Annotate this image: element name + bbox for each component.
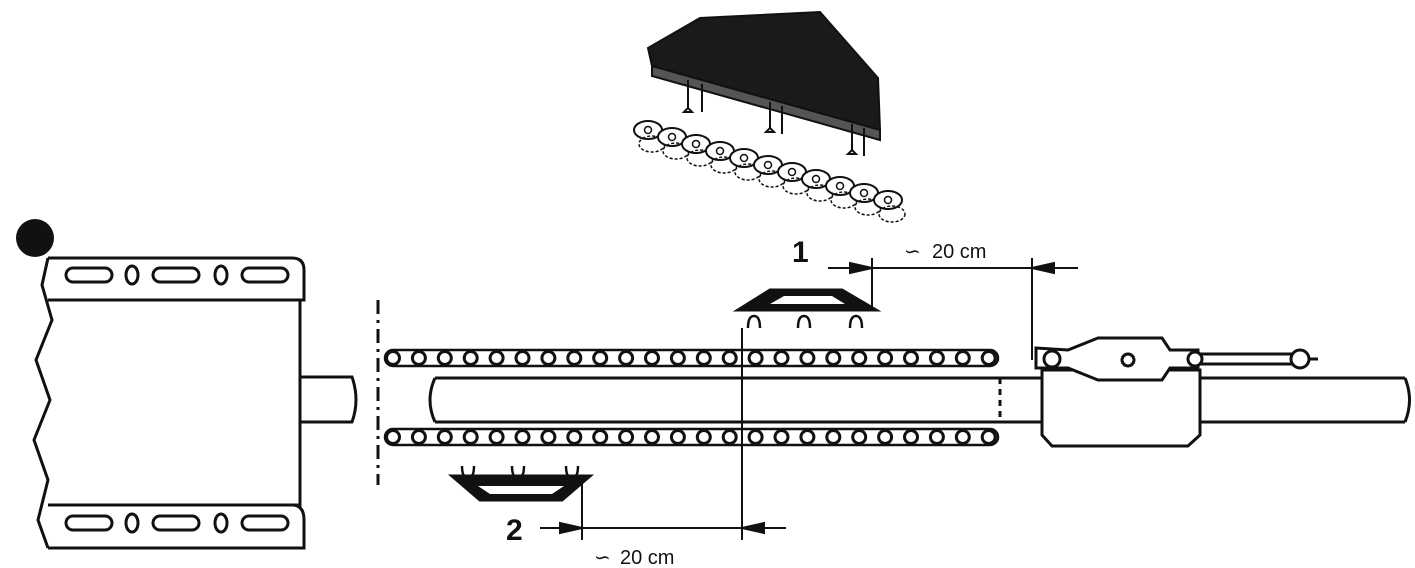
detail-chain-link-back — [878, 205, 906, 223]
chain-roller — [566, 429, 583, 445]
chain-roller — [721, 429, 738, 445]
detail-chain-pin — [739, 153, 749, 163]
chain-roller — [825, 350, 842, 366]
approx-symbol-bottom: ∽ — [594, 547, 611, 568]
detail-chain — [633, 120, 906, 223]
chain-roller — [592, 429, 609, 445]
chain-guide-2 — [447, 465, 595, 502]
carriage — [1034, 336, 1318, 448]
chain-roller — [928, 429, 945, 445]
detail-chain-pin — [763, 160, 773, 170]
chain-roller — [928, 350, 945, 366]
chain-roller — [903, 350, 919, 366]
dimension-bottom-label: 20 cm — [620, 547, 674, 568]
chain-roller — [851, 350, 868, 366]
approx-symbol-top: ∽ — [904, 241, 921, 263]
detail-chain-pin — [859, 188, 869, 198]
chain-roller — [436, 429, 453, 445]
detail-chain-pin — [715, 146, 725, 156]
chain-roller — [695, 350, 712, 366]
chain-roller — [877, 429, 894, 445]
detail-cover-on-chain — [633, 10, 906, 223]
chain-roller — [410, 429, 427, 445]
chain-roller — [773, 429, 790, 445]
chain-roller — [514, 429, 531, 445]
chain-roller — [488, 350, 505, 366]
chain-roller — [644, 429, 660, 445]
detail-chain-pin — [883, 195, 893, 205]
label-part-1: 1 — [792, 236, 809, 269]
chain-roller — [695, 429, 712, 445]
chain-roller — [462, 350, 479, 366]
motor-housing — [32, 256, 306, 550]
chain-roller — [540, 429, 557, 445]
chain-roller — [618, 350, 635, 366]
chain-roller — [721, 350, 738, 366]
chain-roller — [980, 350, 997, 366]
detail-chain-pin — [787, 167, 797, 177]
chain-roller — [851, 429, 868, 445]
chain-roller — [903, 429, 919, 445]
detail-chain-pin — [667, 132, 677, 142]
motor-shaft — [300, 375, 358, 424]
detail-chain-pin — [811, 174, 821, 184]
detail-chain-pin — [643, 125, 653, 135]
chain-roller — [799, 429, 816, 445]
chain-roller — [462, 429, 479, 445]
chain-roller — [825, 429, 842, 445]
chain-roller — [980, 429, 997, 445]
chain-roller — [385, 429, 401, 445]
chain-roller — [436, 350, 453, 366]
chain-roller — [773, 350, 790, 366]
label-part-2: 2 — [506, 514, 523, 547]
chain-roller — [488, 429, 505, 445]
chain-roller — [644, 350, 660, 366]
dimension-top — [828, 258, 1078, 360]
chain-roller — [954, 429, 971, 445]
chain-roller — [954, 350, 971, 366]
chain-roller — [540, 350, 557, 366]
chain-roller — [514, 350, 531, 366]
chain-roller — [385, 350, 401, 366]
detail-chain-pin — [691, 139, 701, 149]
chain-roller — [877, 350, 894, 366]
dimension-top-label: 20 cm — [932, 241, 986, 263]
chain-roller — [799, 350, 816, 366]
chain-top — [383, 348, 1000, 368]
chain-roller — [669, 429, 686, 445]
chain-roller — [618, 429, 635, 445]
chain-roller — [566, 350, 583, 366]
marker-dot — [16, 219, 54, 257]
rail — [428, 376, 1411, 424]
chain-roller — [410, 350, 427, 366]
chain-guide-1 — [732, 288, 882, 329]
chain-bottom — [383, 427, 1000, 447]
dimension-bottom — [540, 328, 786, 540]
detail-chain-pin — [835, 181, 845, 191]
chain-roller — [747, 429, 764, 445]
chain-roller — [592, 350, 609, 366]
chain-roller — [747, 350, 764, 366]
chain-roller — [669, 350, 686, 366]
